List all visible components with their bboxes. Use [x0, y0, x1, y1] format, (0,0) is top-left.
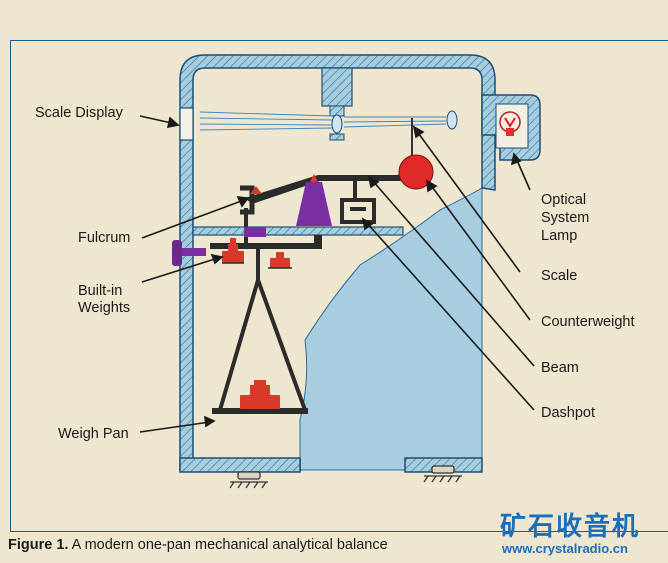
left-foot	[229, 471, 268, 489]
label-built-in-weights-2: Weights	[78, 300, 131, 316]
watermark-chinese: 矿石收音机	[500, 512, 641, 542]
label-fulcrum: Fulcrum	[78, 230, 131, 246]
label-optical-3: Lamp	[541, 228, 578, 244]
optical-mount	[321, 67, 353, 107]
light-rays	[199, 111, 447, 131]
counterweight	[398, 154, 434, 190]
casing-bottom	[179, 457, 301, 473]
right-foot	[423, 465, 462, 483]
optical-lens	[331, 114, 343, 134]
label-scale-display: Scale Display	[35, 105, 123, 121]
figure-caption-text: A modern one-pan mechanical analytical b…	[71, 537, 388, 553]
label-optical-1: Optical	[541, 192, 587, 208]
weights-carrier	[210, 243, 320, 249]
fulcrum-knife	[250, 186, 262, 194]
beam	[245, 175, 410, 204]
label-weigh-pan: Weigh Pan	[58, 426, 129, 442]
interior-cutaway	[299, 187, 483, 471]
casing-bottom-right	[404, 457, 483, 473]
figure-caption: Figure 1. A modern one-pan mechanical an…	[8, 537, 388, 553]
scale-display-window	[179, 107, 194, 141]
watermark-url: www.crystalradio.cn	[502, 541, 628, 556]
label-optical-2: System	[541, 210, 590, 226]
figure-number: Figure 1.	[8, 537, 69, 553]
label-dashpot: Dashpot	[541, 405, 596, 421]
frame-left-rule	[10, 40, 11, 532]
frame-bottom-rule	[10, 531, 668, 532]
label-scale: Scale	[541, 268, 578, 284]
dashpot	[340, 198, 376, 224]
fulcrum-block	[296, 182, 332, 226]
lamp-lens	[446, 110, 458, 130]
internal-shelf	[192, 226, 404, 236]
weights-knob	[172, 240, 182, 266]
leader-lines	[139, 115, 535, 433]
label-counterweight: Counterweight	[541, 314, 635, 330]
label-built-in-weights-1: Built-in	[78, 283, 123, 299]
sample-weight	[240, 380, 280, 409]
frame-top-rule	[10, 40, 668, 41]
built-in-weights	[222, 238, 290, 268]
label-beam: Beam	[541, 360, 579, 376]
balance-casing	[179, 54, 496, 471]
weigh-pan	[212, 408, 308, 414]
